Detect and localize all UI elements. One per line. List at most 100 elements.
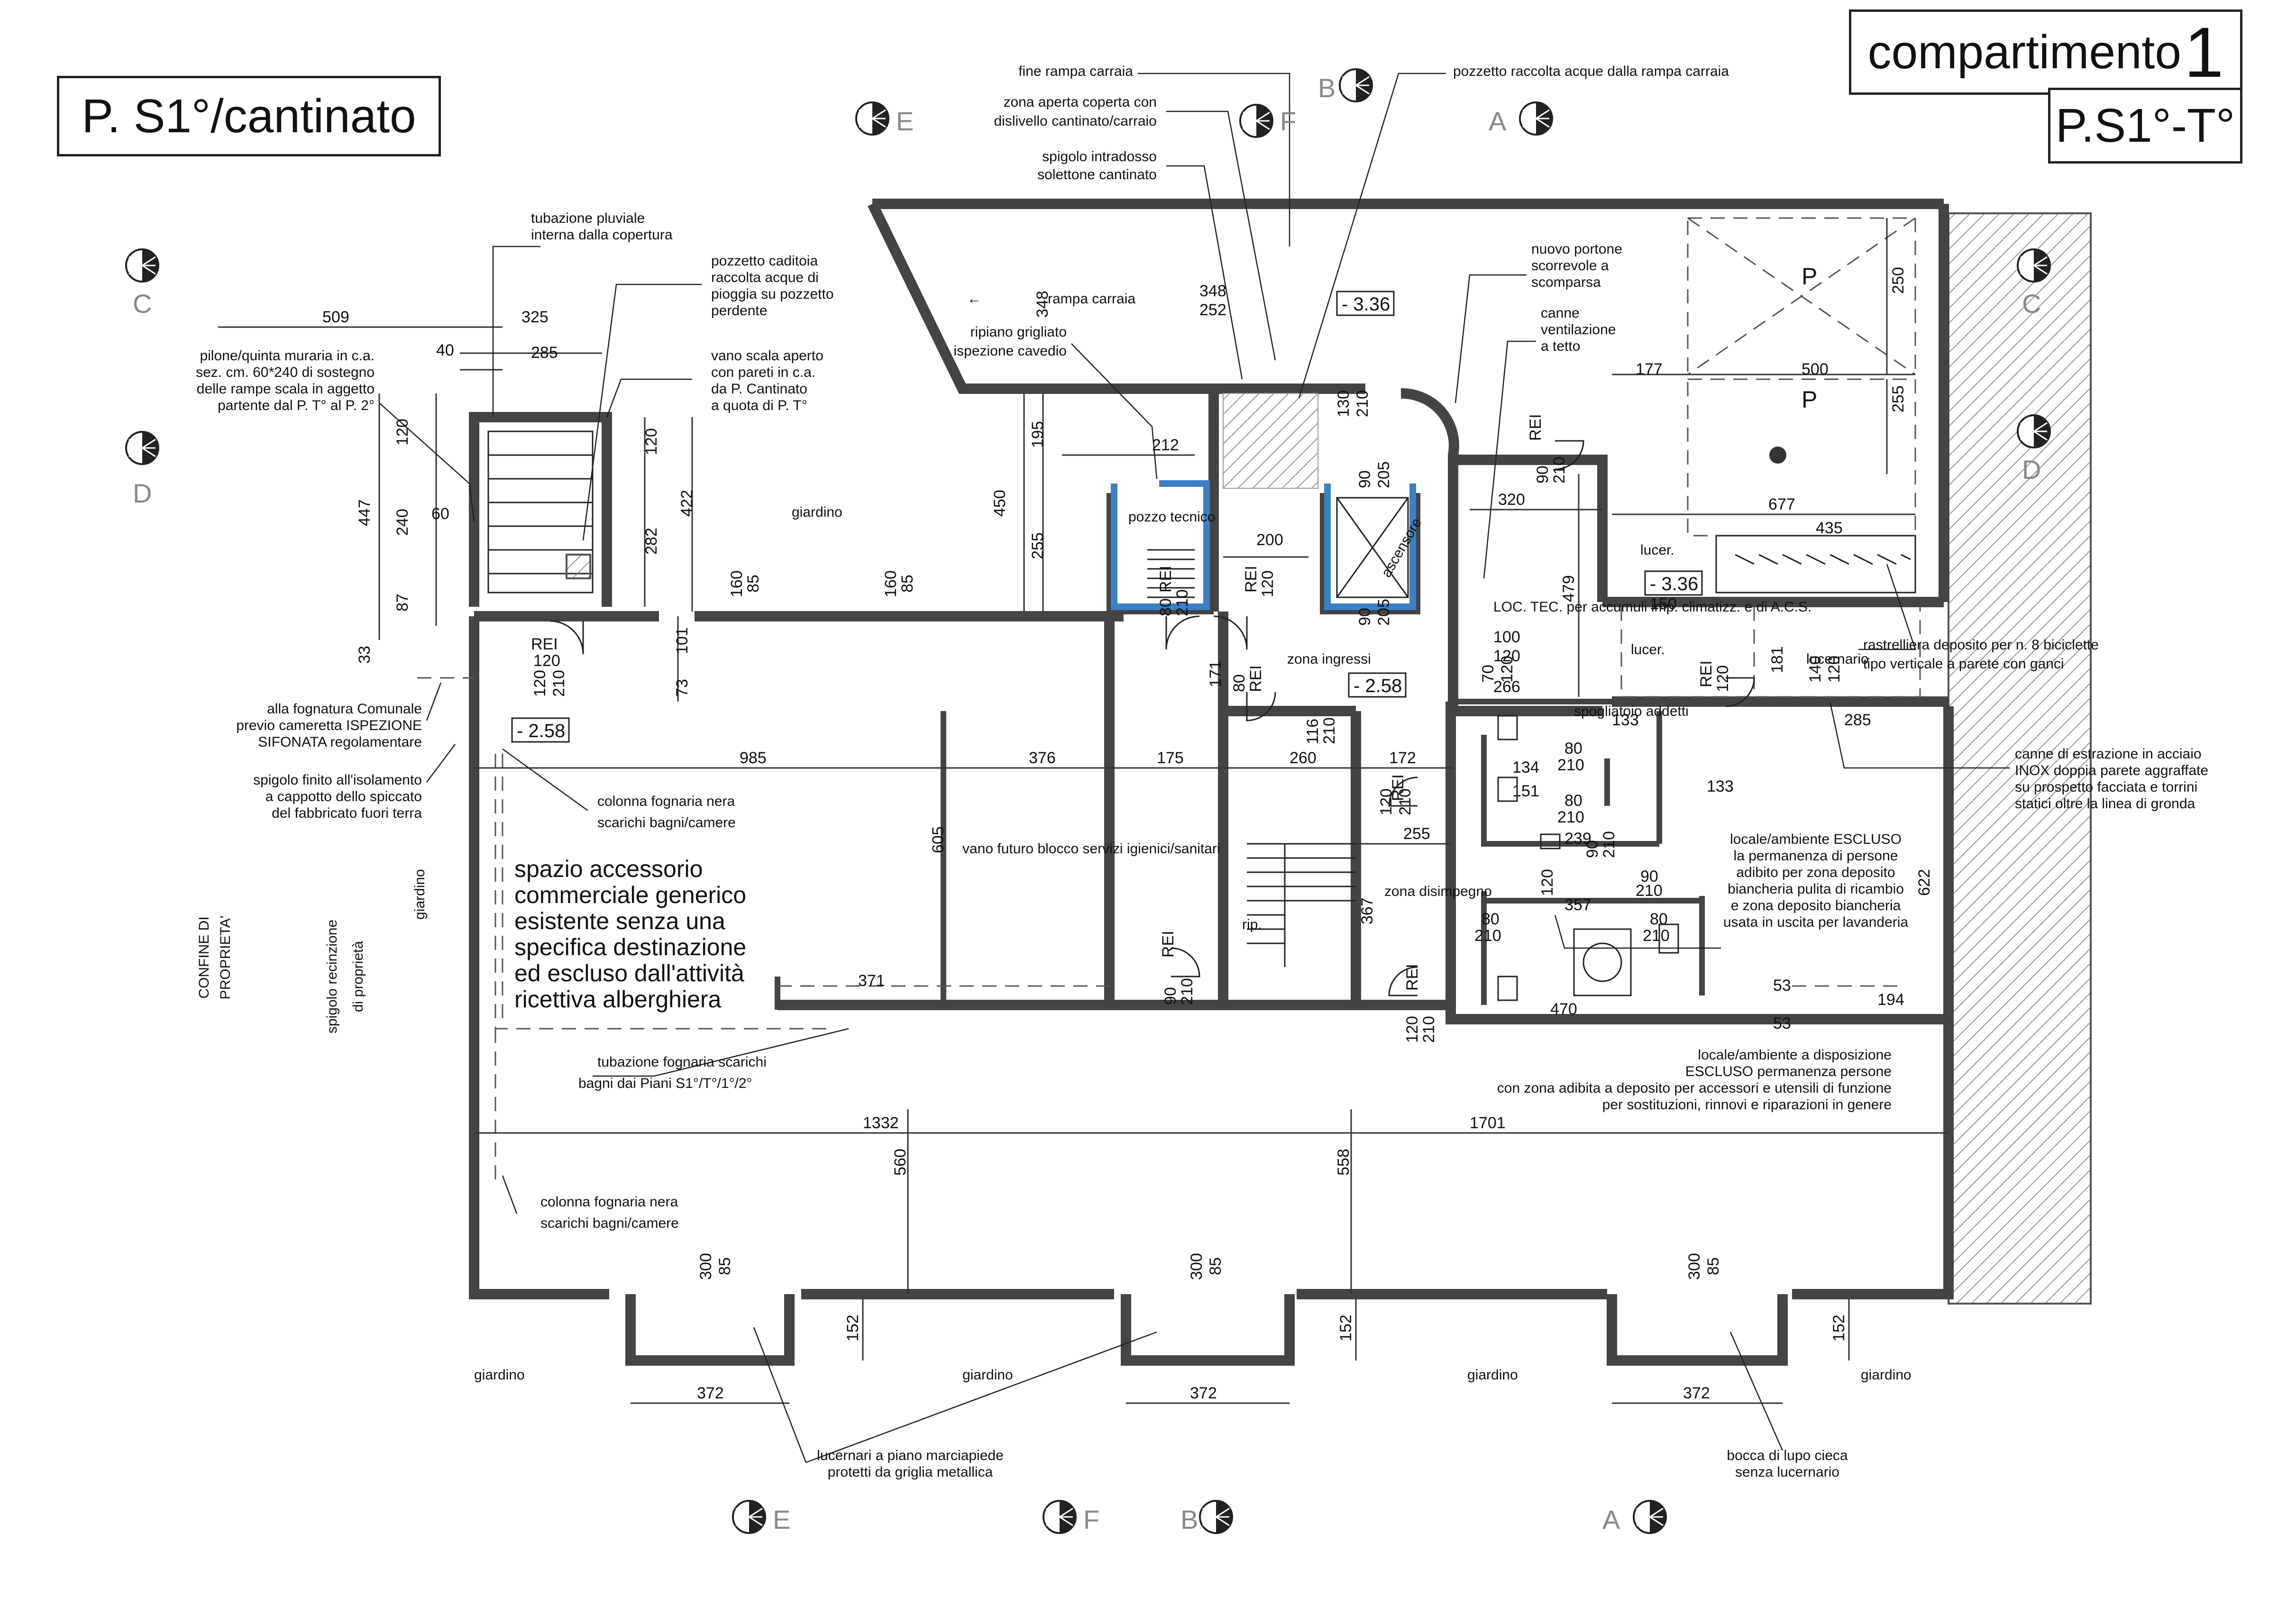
svg-text:300: 300 <box>697 1253 715 1280</box>
svg-text:INOX doppia parete aggraffate: INOX doppia parete aggraffate <box>2015 763 2208 778</box>
note-vano-scala: vano scala aperto con pareti in c.a. da … <box>711 348 823 413</box>
section-marker-bottom-a <box>1633 1500 1667 1534</box>
note-bocca-lupo: bocca di lupo cieca senza lucernario <box>1727 1448 1848 1480</box>
svg-text:120: 120 <box>1259 570 1277 597</box>
svg-text:con zona adibita a deposito pe: con zona adibita a deposito per accessor… <box>1497 1080 1892 1096</box>
svg-text:210: 210 <box>1643 927 1670 945</box>
svg-text:REI: REI <box>531 635 558 653</box>
svg-text:171: 171 <box>1207 660 1225 687</box>
section-marker-right-c <box>2017 248 2051 283</box>
note-tubazione-fognaria: tubazione fognaria scarichi bagni dai Pi… <box>578 1054 767 1091</box>
axis-label: A <box>1489 106 1507 136</box>
svg-text:del fabbricato fuori terra: del fabbricato fuori terra <box>272 805 422 821</box>
svg-text:120: 120 <box>642 428 660 455</box>
svg-text:120: 120 <box>1403 1016 1421 1043</box>
svg-text:1332: 1332 <box>863 1114 899 1132</box>
note-pilone: pilone/quinta muraria in c.a. sez. cm. 6… <box>196 348 375 413</box>
level-box: - 3.36 <box>1336 291 1395 316</box>
svg-text:210: 210 <box>1354 390 1372 417</box>
svg-text:150: 150 <box>1650 595 1677 613</box>
room-label: zona ingressi <box>1287 651 1371 667</box>
axis-label: F <box>1280 106 1296 136</box>
section-marker-bottom-e <box>732 1500 766 1534</box>
svg-text:perdente: perdente <box>711 303 767 319</box>
svg-text:su prospetto facciata e torrin: su prospetto facciata e torrini <box>2015 779 2197 795</box>
svg-text:REI: REI <box>1697 660 1715 687</box>
svg-text:120: 120 <box>1493 647 1520 665</box>
note-canne-ventilazione: canne ventilazione a tetto <box>1541 305 1616 354</box>
svg-text:90: 90 <box>1640 867 1658 886</box>
room-label: giardino <box>962 1367 1013 1383</box>
svg-text:pozzetto raccolta acque dalla: pozzetto raccolta acque dalla rampa carr… <box>1453 64 1729 79</box>
svg-text:ispezione cavedio: ispezione cavedio <box>954 343 1067 359</box>
svg-text:e zona deposito biancheria: e zona deposito biancheria <box>1731 898 1901 913</box>
note-spigolo-recinzione: spigolo recinzione di proprietà <box>324 920 366 1033</box>
svg-text:367: 367 <box>1358 897 1376 924</box>
room-label: rampa carraia <box>1048 291 1135 307</box>
svg-text:120: 120 <box>1538 869 1556 896</box>
svg-text:- 3.36: - 3.36 <box>1650 574 1698 594</box>
svg-text:specifica destinazione: specifica destinazione <box>514 934 746 960</box>
door-labels: REI 120 120 210 80 210 REI REI 120 90 20… <box>531 414 1732 1043</box>
svg-text:210: 210 <box>1550 457 1568 484</box>
note-locale-escluso-2: locale/ambiente a disposizione ESCLUSO p… <box>1497 1047 1892 1113</box>
svg-text:181: 181 <box>1768 646 1786 673</box>
svg-text:60: 60 <box>431 505 449 523</box>
section-marker-bottom-f <box>1043 1500 1077 1534</box>
svg-text:120: 120 <box>1714 665 1732 692</box>
svg-text:zona aperta coperta con: zona aperta coperta con <box>1003 94 1157 110</box>
svg-text:435: 435 <box>1816 519 1843 537</box>
section-marker-top-a <box>1519 101 1553 136</box>
svg-text:1701: 1701 <box>1470 1114 1506 1132</box>
svg-text:205: 205 <box>1375 599 1393 626</box>
axis-label: C <box>133 289 152 319</box>
level-box: - 2.58 <box>1348 672 1407 698</box>
floor-title-text: P. S1°/cantinato <box>82 89 416 143</box>
svg-text:210: 210 <box>1173 589 1191 616</box>
svg-text:53: 53 <box>1773 977 1791 995</box>
svg-text:commerciale generico: commerciale generico <box>514 882 746 908</box>
svg-text:dislivello cantinato/carraio: dislivello cantinato/carraio <box>994 113 1157 129</box>
svg-text:479: 479 <box>1560 575 1578 602</box>
room-label: giardino <box>1467 1367 1518 1383</box>
svg-text:266: 266 <box>1493 678 1520 696</box>
sewer-pipes <box>417 677 834 1185</box>
axis-label: D <box>133 478 152 508</box>
ascensore-wall <box>1324 484 1416 610</box>
svg-text:87: 87 <box>393 593 412 612</box>
note-rastrelliera: rastrelliera deposito per n. 8 biciclett… <box>1863 637 2099 672</box>
svg-text:alla fognatura Comunale: alla fognatura Comunale <box>267 701 422 717</box>
note-nuovo-portone: nuovo portone scorrevole a scomparsa <box>1531 241 1622 290</box>
svg-text:509: 509 <box>322 308 349 326</box>
svg-text:pilone/quinta muraria in c.a.: pilone/quinta muraria in c.a. <box>200 348 375 364</box>
svg-text:solettone cantinato: solettone cantinato <box>1037 167 1157 183</box>
note-lucernari: lucernari a piano marciapiede protetti d… <box>817 1448 1004 1480</box>
svg-text:vano futuro blocco servizi igi: vano futuro blocco servizi igienici/sani… <box>962 841 1220 857</box>
section-marker-left-d <box>125 431 159 465</box>
axis-label: E <box>773 1505 790 1534</box>
svg-text:120: 120 <box>531 670 549 697</box>
section-marker-left-c <box>125 248 159 283</box>
svg-text:delle rampe scala in aggetto: delle rampe scala in aggetto <box>197 381 375 397</box>
room-label: lucernario <box>1806 651 1869 667</box>
svg-text:LOC. TEC. per accumuli imp. cl: LOC. TEC. per accumuli imp. climatizz. e… <box>1493 599 1811 615</box>
svg-text:80: 80 <box>1564 740 1583 758</box>
svg-text:622: 622 <box>1915 869 1933 896</box>
svg-text:REI: REI <box>1527 414 1545 441</box>
adjacent-property-hatch <box>1948 212 2092 1305</box>
svg-text:locale/ambiente ESCLUSO: locale/ambiente ESCLUSO <box>1730 831 1902 847</box>
svg-text:scorrevole a: scorrevole a <box>1531 258 1609 274</box>
svg-text:scarichi bagni/camere: scarichi bagni/camere <box>597 815 736 831</box>
svg-text:160: 160 <box>728 570 746 597</box>
svg-text:REI: REI <box>1242 566 1260 593</box>
svg-text:senza lucernario: senza lucernario <box>1735 1464 1839 1480</box>
room-label: giardino <box>412 869 428 920</box>
svg-text:a tetto: a tetto <box>1541 338 1580 354</box>
svg-text:372: 372 <box>697 1384 724 1402</box>
svg-text:210: 210 <box>1600 831 1618 858</box>
level-box: - 2.58 <box>511 717 570 743</box>
svg-text:372: 372 <box>1190 1384 1217 1402</box>
svg-text:ed escluso dall'attività: ed escluso dall'attività <box>514 960 744 986</box>
note-fognatura-comunale: alla fognatura Comunale previo cameretta… <box>236 701 422 750</box>
floor-title: P. S1°/cantinato <box>57 76 441 156</box>
